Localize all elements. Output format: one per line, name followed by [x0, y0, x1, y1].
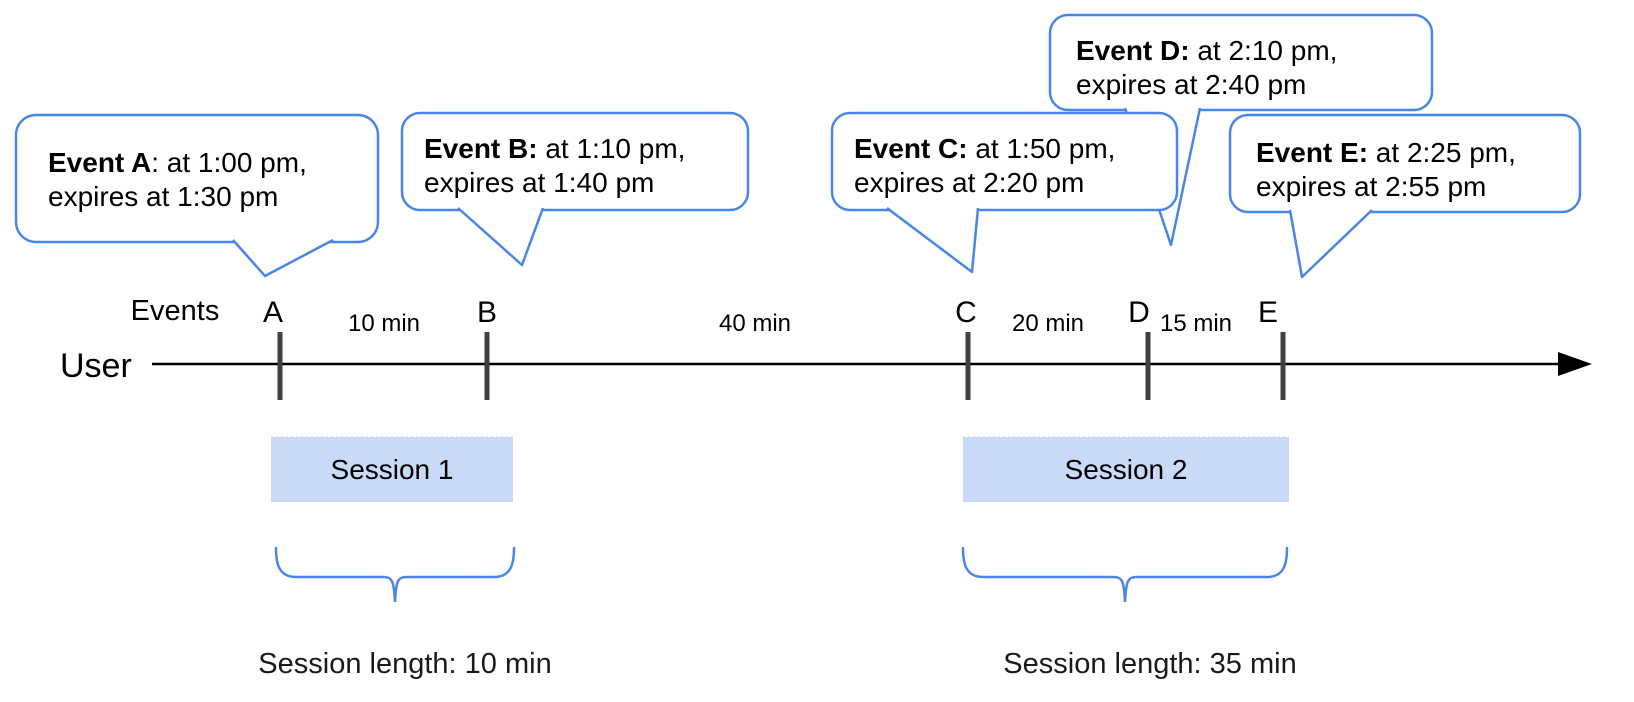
event-bubble-c: Event C: at 1:50 pm, expires at 2:20 pm — [830, 111, 1179, 274]
event-bubble-e: Event E: at 2:25 pm, expires at 2:55 pm — [1228, 113, 1582, 279]
bubble-text-c-line2: expires at 2:20 pm — [854, 167, 1084, 198]
event-letter-c: C — [955, 296, 977, 329]
event-bubble-d: Event D: at 2:10 pm, expires at 2:40 pm — [1048, 13, 1434, 247]
bubble-text-d-line2: expires at 2:40 pm — [1076, 69, 1306, 100]
bubble-rect-e — [1228, 113, 1582, 214]
bubble-rect-a — [14, 113, 380, 244]
session-1-box — [271, 437, 513, 502]
bubble-tail-e — [1288, 209, 1373, 279]
interval-label-c-d: 20 min — [1012, 310, 1084, 337]
bubble-text-e-line2: expires at 2:55 pm — [1256, 171, 1486, 202]
event-letter-d: D — [1128, 296, 1150, 329]
interval-label-a-b: 10 min — [348, 310, 420, 337]
session-2-label: Session 2 — [1065, 454, 1188, 485]
session-1-group: Session 1 Session length: 10 min — [258, 436, 552, 680]
session-2-box — [963, 437, 1289, 502]
bubble-tail-c — [886, 207, 980, 274]
event-letter-e: E — [1258, 296, 1278, 329]
session-1-brace — [274, 546, 516, 603]
bubble-text-c-line1: Event C: at 1:50 pm, — [854, 133, 1115, 164]
bubble-text-d-line1: Event D: at 2:10 pm, — [1076, 35, 1337, 66]
bubble-text-a-line2: expires at 1:30 pm — [48, 181, 278, 212]
bubble-tail-a — [232, 238, 334, 278]
bubble-rect-b — [400, 111, 750, 212]
session-1-label: Session 1 — [331, 454, 454, 485]
event-letter-b: B — [477, 296, 497, 329]
bubble-text-a-line1: Event A: at 1:00 pm, — [48, 147, 307, 178]
event-bubble-a: Event A: at 1:00 pm, expires at 1:30 pm — [14, 113, 380, 278]
session-2-group: Session 2 Session length: 35 min — [961, 436, 1297, 680]
session-2-length-label: Session length: 35 min — [1003, 648, 1296, 680]
session-2-brace — [961, 546, 1289, 603]
event-bubble-b: Event B: at 1:10 pm, expires at 1:40 pm — [400, 111, 750, 267]
events-axis-label: Events — [131, 295, 220, 327]
bubble-tail-b — [457, 207, 545, 267]
session-1-length-label: Session length: 10 min — [258, 648, 551, 680]
bubble-text-e-line1: Event E: at 2:25 pm, — [1256, 137, 1516, 168]
event-letter-a: A — [263, 296, 283, 329]
bubble-text-b-line1: Event B: at 1:10 pm, — [424, 133, 685, 164]
bubble-rect-d — [1048, 13, 1434, 112]
user-axis-label: User — [60, 347, 132, 385]
interval-label-b-c: 40 min — [719, 310, 791, 337]
bubble-text-b-line2: expires at 1:40 pm — [424, 167, 654, 198]
timeline-axis — [152, 332, 1592, 400]
interval-label-d-e: 15 min — [1160, 310, 1232, 337]
bubble-rect-c — [830, 111, 1179, 212]
timeline-arrowhead-icon — [1558, 352, 1592, 376]
